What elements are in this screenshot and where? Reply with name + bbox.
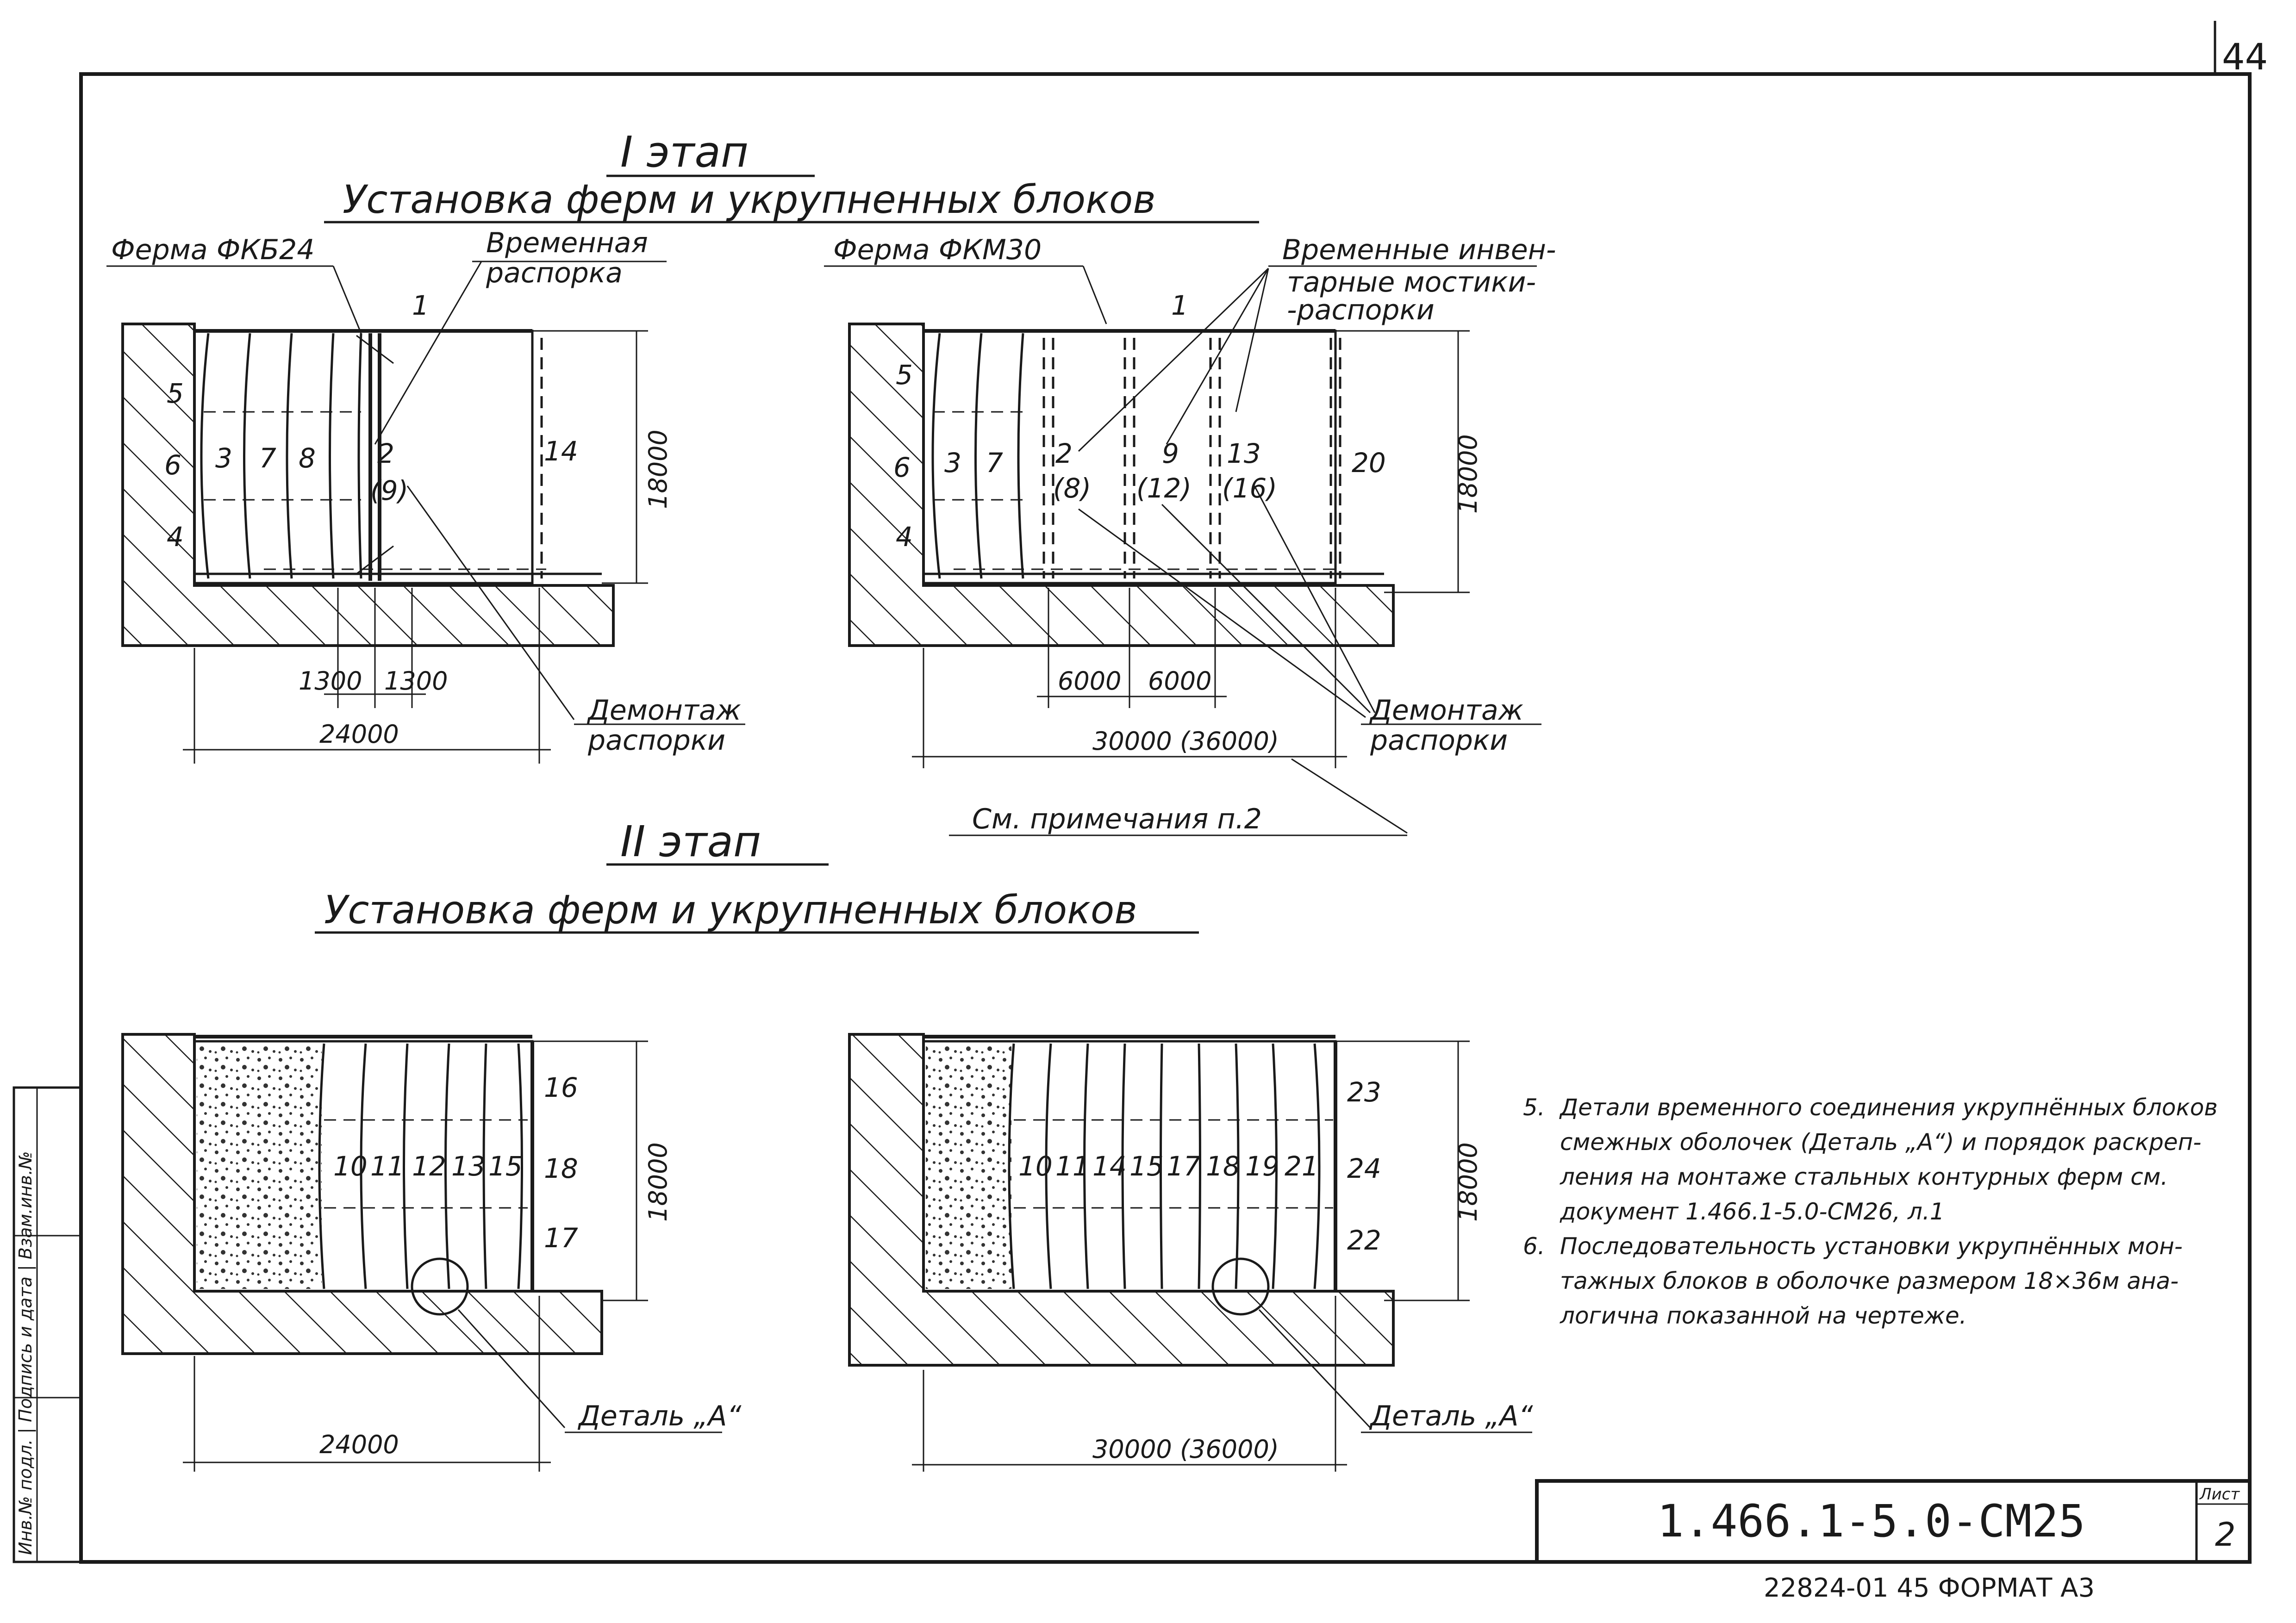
note-line: логична показанной на чертеже. [1560,1302,1967,1329]
block-number: 10 [333,1150,368,1182]
see-note: См. примечания п.2 [972,803,1262,835]
sheet-frame [79,21,2252,1564]
block-number: 9 [1162,438,1179,469]
block-number: 5 [896,359,913,391]
title-block: 1.466.1-5.0-СМ25 Лист 2 [1535,1479,2252,1564]
note-line: тажных блоков в оболочке размером 18×36м… [1560,1268,2178,1294]
stage1-left-diagram: Ферма ФКБ24 Временная распорка 1 5 6 4 [106,227,745,764]
block-number: 19 [1245,1150,1279,1182]
stage1-heading: I этап [620,127,749,177]
callout-1: 1 [1171,290,1188,321]
block-number: 5 [167,378,184,409]
block-number: (9) [370,475,408,506]
block-number: 24 [1347,1153,1381,1184]
dim-b: 6000 [1148,666,1211,696]
truss-label: Ферма ФКМ30 [833,234,1042,266]
dim-total: 30000 (36000) [1092,727,1279,756]
note-line: смежных оболочек (Деталь „А“) и порядок … [1560,1129,2202,1156]
note-number: 5. [1523,1094,1545,1121]
stage2-left-diagram: 10 11 12 13 15 16 18 17 18000 24000 Дета… [121,1033,742,1472]
block-number: 22 [1347,1225,1381,1256]
block-number: 13 [1227,438,1261,469]
dim-height: 18000 [1454,1142,1483,1222]
block-number: 12 [412,1150,446,1182]
block-number: 10 [1018,1150,1053,1182]
side-stamp-text: Инв.№ подл. | Подпись и дата | Взам.инв.… [15,1151,36,1555]
dim-b: 1300 [384,666,448,696]
bridges-label-2: тарные мостики- [1287,266,1536,298]
block-number: 4 [896,521,913,553]
stage1-right-diagram: Ферма ФКМ30 Временные инвен- тарные мост… [824,234,1556,836]
block-number: 7 [986,447,1003,479]
detail-label: Деталь „А“ [1369,1400,1533,1432]
block-number: 16 [544,1072,578,1103]
note-line: документ 1.466.1-5.0-СМ26, л.1 [1560,1198,1945,1225]
dim-a: 6000 [1058,666,1121,696]
dim-total: 24000 [319,1430,399,1459]
block-number: 3 [215,442,232,474]
callout-1: 1 [412,290,429,321]
dismantle-label: Демонтаж [586,694,741,727]
list-label: Лист [2199,1485,2240,1504]
dim-total: 24000 [319,720,399,749]
block-number: 21 [1285,1150,1319,1182]
truss-label: Ферма ФКБ24 [111,234,315,266]
dismantle-label-2: распорки [587,724,725,757]
block-number: 13 [451,1150,486,1182]
block-number: 11 [1055,1150,1090,1182]
note-line: ления на монтаже стальных контурных ферм… [1560,1163,2168,1190]
block-number: 2 [377,438,394,469]
dim-a: 1300 [299,666,362,696]
block-number: (12) [1136,473,1192,504]
note-line: Детали временного соединения укрупнённых… [1559,1094,2218,1121]
block-number: (8) [1053,473,1091,504]
block-number: 14 [1092,1150,1127,1182]
side-stamp: Инв.№ подл. | Подпись и дата | Взам.инв.… [12,1086,82,1563]
block-number: 2 [1055,438,1073,469]
dim-total: 30000 (36000) [1092,1435,1279,1464]
block-number: 17 [544,1222,578,1254]
page-number: 44 [2222,37,2268,78]
dim-height: 18000 [643,1142,673,1222]
dismantle-label-2: распорки [1370,724,1508,757]
dim-height: 18000 [1454,434,1483,514]
block-number: 15 [488,1150,523,1182]
footer-text: 22824-01 45 ФОРМАТ А3 [1764,1573,2095,1603]
bridges-label-3: -распорки [1287,294,1435,326]
block-number: 6 [164,449,181,481]
stage2-heading: II этап [620,817,761,866]
list-number: 2 [2215,1516,2236,1554]
document-code: 1.466.1-5.0-СМ25 [1657,1495,2085,1547]
note-line: Последовательность установки укрупнённых… [1560,1233,2183,1260]
note-number: 6. [1523,1233,1545,1260]
block-number: 15 [1129,1150,1164,1182]
block-number: 20 [1352,447,1386,479]
block-number: 17 [1167,1150,1201,1182]
block-number: 11 [370,1150,405,1182]
notes: 5. Детали временного соединения укрупнён… [1523,1094,2218,1329]
block-number: 6 [893,452,911,483]
block-number: 4 [167,521,184,553]
block-number: 3 [944,447,961,479]
bridges-label: Временные инвен- [1282,234,1556,266]
block-number: 18 [544,1153,578,1184]
dismantle-label: Демонтаж [1369,694,1523,727]
stage2-subheading: Установка ферм и укрупненных блоков [324,887,1137,933]
block-number: 18 [1206,1150,1240,1182]
block-number: 7 [259,442,276,474]
brace-label-2: распорка [486,257,623,289]
stage1-subheading: Установка ферм и укрупненных блоков [343,177,1156,222]
brace-label: Временная [486,227,648,259]
block-number: (16) [1222,473,1277,504]
block-number: 14 [544,435,578,467]
detail-label: Деталь „А“ [577,1400,742,1432]
block-number: 23 [1347,1076,1381,1108]
stage2-right-diagram: 10 11 14 15 17 18 19 21 23 24 22 18000 3… [848,1033,1533,1472]
dim-height: 18000 [643,429,673,509]
block-number: 8 [299,442,316,474]
